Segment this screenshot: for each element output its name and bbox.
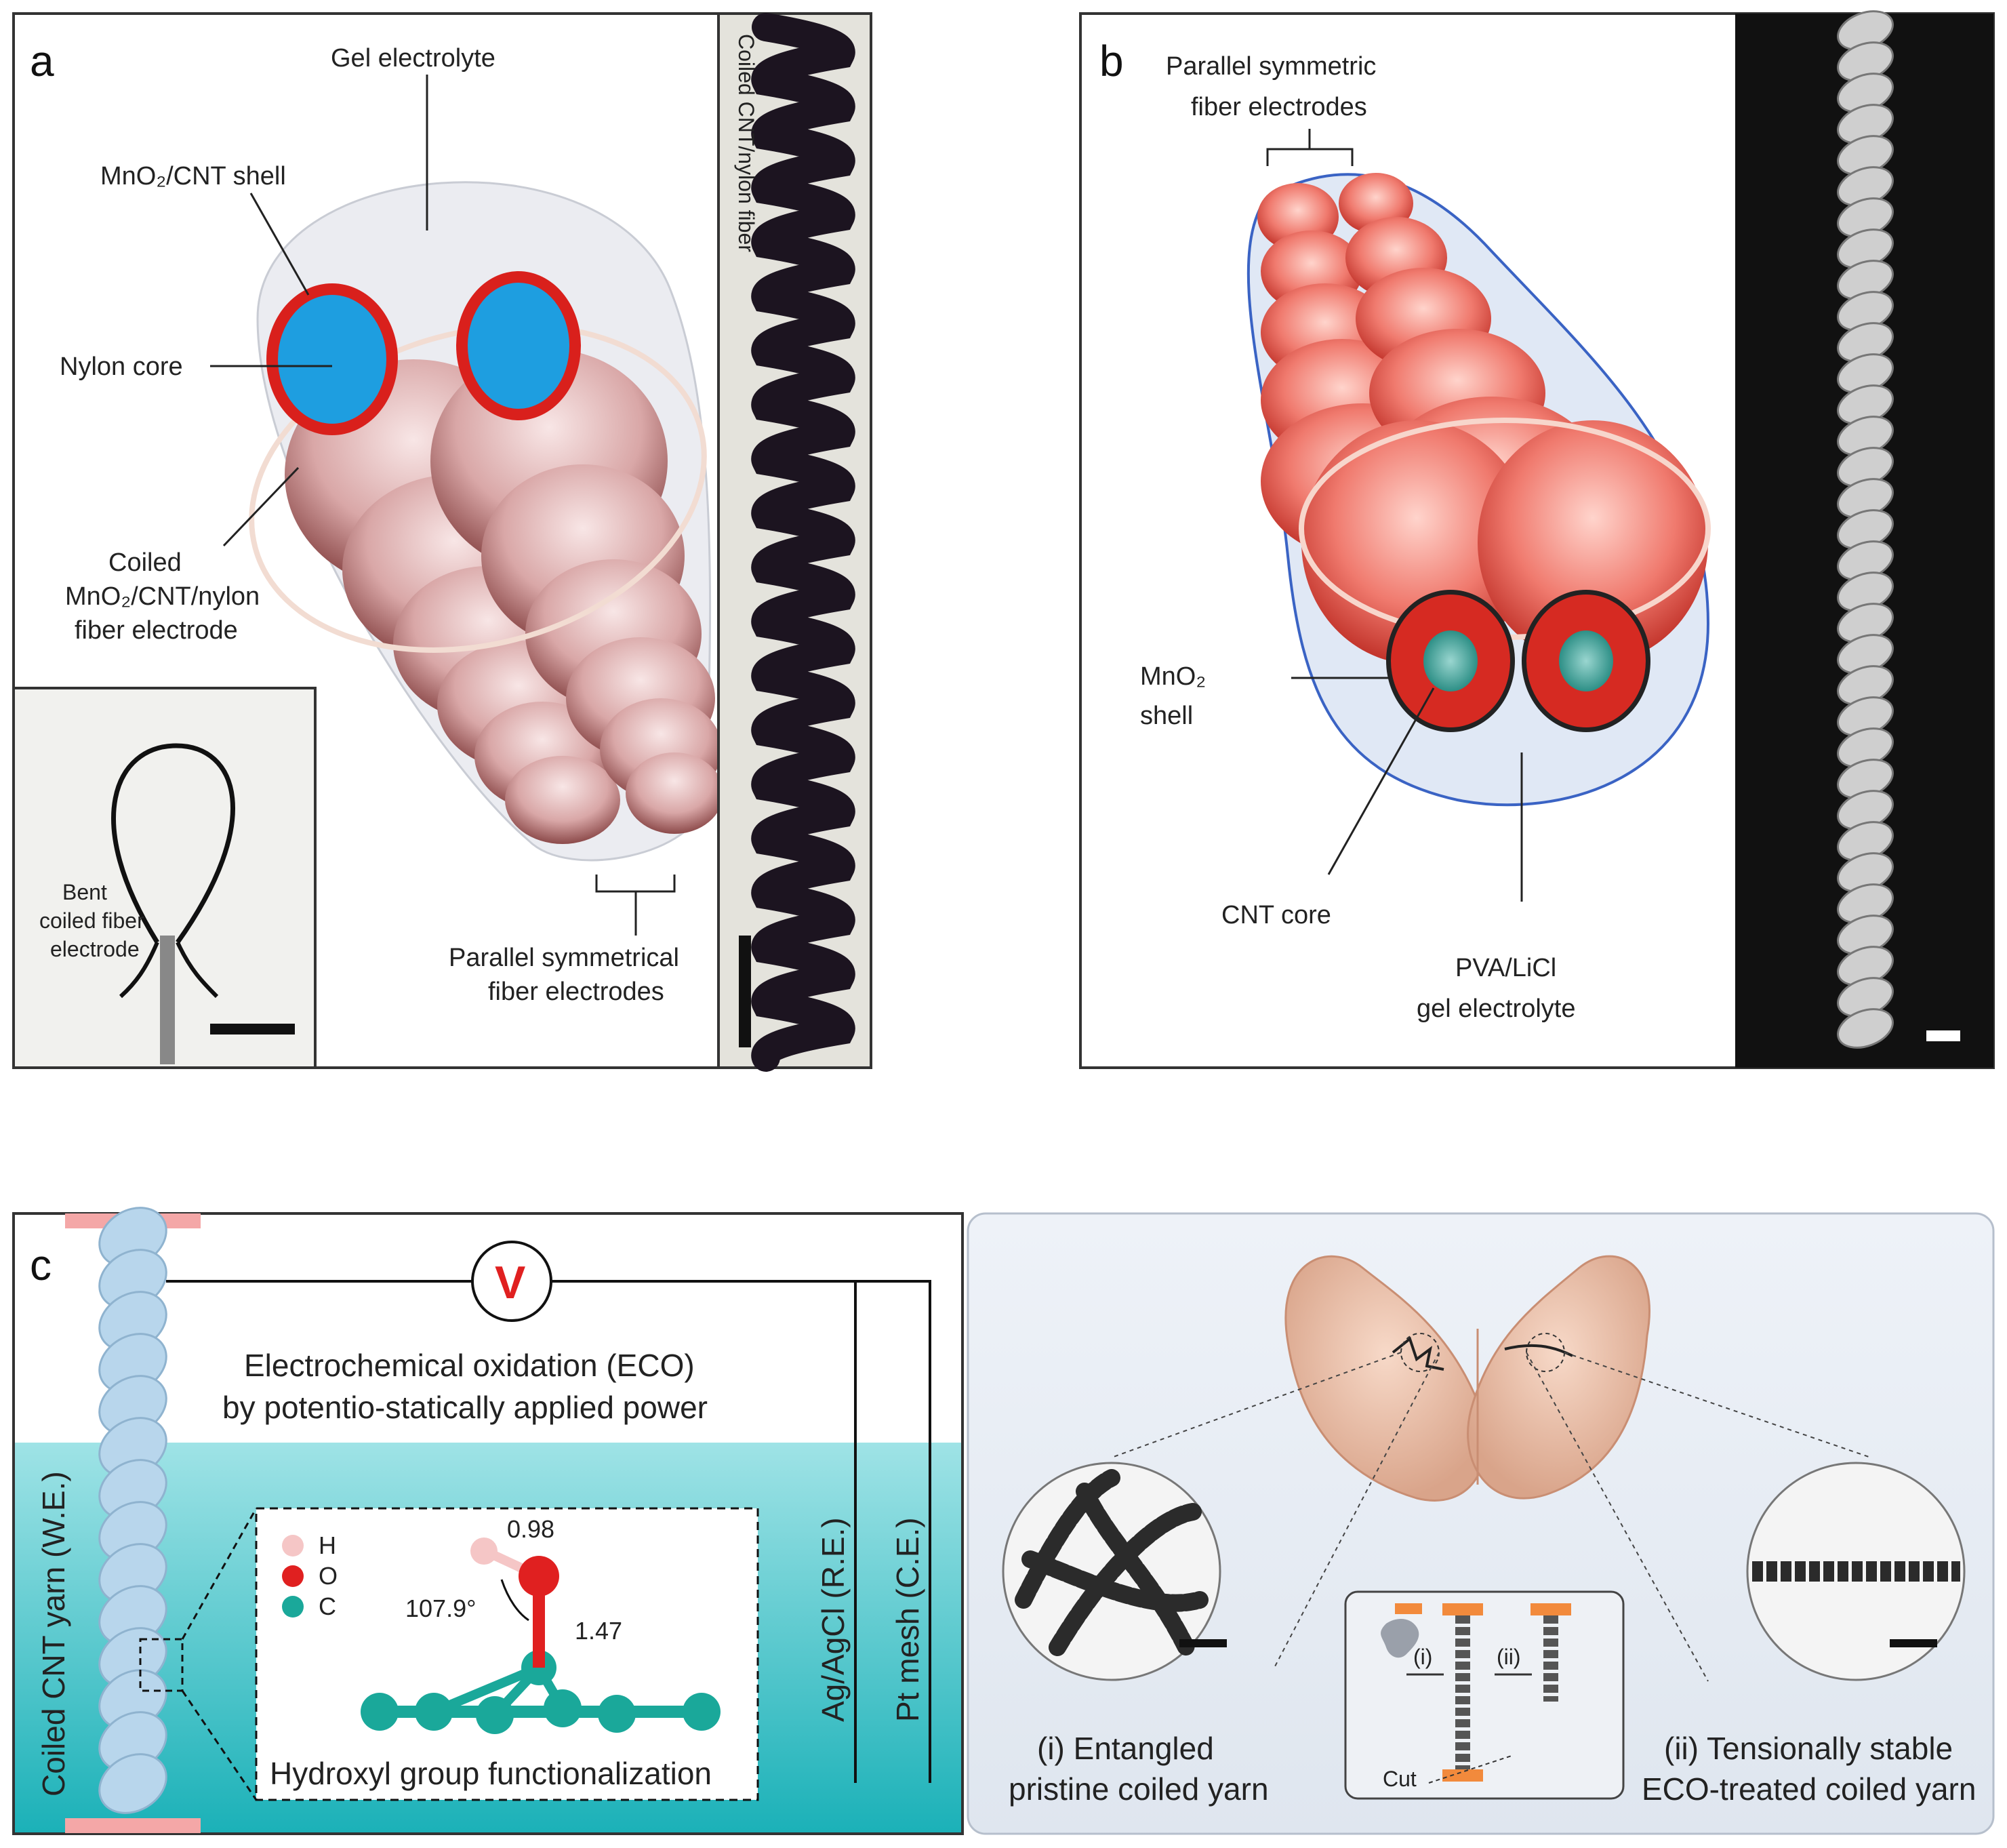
we-label: Coiled CNT yarn (W.E.) bbox=[36, 1471, 71, 1796]
caption-right-line2: ECO-treated coiled yarn bbox=[1642, 1771, 1976, 1807]
coiled-fiber-photo-coil bbox=[751, 13, 855, 1072]
caption-left-line1: (i) Entangled bbox=[1037, 1731, 1214, 1766]
panel-a: a bbox=[12, 12, 872, 1072]
legend-c-dot bbox=[282, 1596, 304, 1618]
eco-line1: Electrochemical oxidation (ECO) bbox=[244, 1348, 695, 1383]
voltmeter bbox=[471, 1241, 552, 1322]
label-gel-electrolyte: Gel electrolyte bbox=[331, 44, 495, 73]
legend-c: C bbox=[319, 1592, 336, 1620]
magnified-entangled-yarn bbox=[1002, 1462, 1227, 1681]
hydrogen-atom bbox=[470, 1538, 498, 1565]
left-scale-bar bbox=[1179, 1639, 1227, 1647]
label-parallel-symmetric-line2: fiber electrodes bbox=[1191, 93, 1367, 121]
label-coiled-line2: MnO₂/CNT/nylon bbox=[65, 582, 260, 611]
coiled-fiber-photo: Coiled CNT/nylon fiber bbox=[717, 12, 872, 1072]
panel-a-leaders bbox=[210, 75, 676, 936]
tweezer bbox=[160, 936, 175, 1064]
panel-b-leaders bbox=[1266, 129, 1523, 902]
label-coiled-line3: fiber electrode bbox=[75, 616, 238, 645]
inset-label-i: (i) bbox=[1413, 1645, 1432, 1669]
inset-label-cut: Cut bbox=[1383, 1767, 1417, 1791]
panel-b-letter: b bbox=[1099, 37, 1124, 85]
label-pva-line1: PVA/LiCl bbox=[1455, 954, 1556, 982]
caption-right-line1: (ii) Tensionally stable bbox=[1664, 1731, 1953, 1766]
yarn-coil-turn bbox=[98, 1753, 167, 1814]
bond-oh-length: 0.98 bbox=[507, 1515, 554, 1543]
inset-label-line2: coiled fiber bbox=[39, 908, 144, 933]
cross-section-b-left bbox=[1386, 590, 1515, 732]
panel-c: c V Electrochemical oxidation (ECO) by p… bbox=[12, 1207, 964, 1835]
label-parallel-line2: fiber electrodes bbox=[488, 978, 664, 1006]
photo-scale-bar bbox=[739, 936, 751, 1047]
sem-image-strip bbox=[1735, 10, 1993, 1068]
label-mno2-shell-line1: MnO₂ bbox=[1140, 662, 1206, 691]
coiled-cnt-yarn bbox=[98, 1207, 167, 1814]
legend-o-dot bbox=[282, 1565, 304, 1587]
label-parallel-symmetric-line1: Parallel symmetric bbox=[1166, 52, 1376, 81]
photo-label: Coiled CNT/nylon fiber bbox=[734, 34, 758, 252]
bond-angle-arc bbox=[500, 1579, 529, 1622]
electrode-cross-section-right bbox=[456, 271, 581, 420]
sem-coil-turn bbox=[1837, 1008, 1894, 1049]
molecule-caption: Hydroxyl group functionalization bbox=[270, 1756, 712, 1791]
yarn-clamp-bottom bbox=[65, 1818, 201, 1833]
cross-section-b-right bbox=[1522, 590, 1650, 732]
molecule-inset: H O C 0.98 1 bbox=[255, 1507, 759, 1801]
yarn-zoom-region bbox=[139, 1638, 184, 1692]
label-pva-line2: gel electrolyte bbox=[1417, 995, 1575, 1023]
panel-a-letter: a bbox=[30, 37, 54, 85]
label-mno2-cnt-shell: MnO₂/CNT shell bbox=[100, 162, 286, 190]
re-label: Ag/AgCl (R.E.) bbox=[815, 1517, 851, 1722]
inset-label-line1: Bent bbox=[62, 880, 107, 904]
label-cnt-core: CNT core bbox=[1221, 901, 1331, 929]
voltmeter-symbol: V bbox=[495, 1257, 525, 1308]
coiled-fiber-right bbox=[430, 349, 723, 834]
panel-b: b bbox=[1079, 10, 1995, 1069]
eco-line2: by potentio-statically applied power bbox=[222, 1390, 708, 1425]
carbon-framework bbox=[361, 1650, 721, 1734]
cutting-inset: (i) (ii) Cut bbox=[1344, 1590, 1625, 1800]
cupped-hands bbox=[1284, 1255, 1650, 1502]
ce-label: Pt mesh (C.E.) bbox=[890, 1517, 925, 1722]
panel-c-letter: c bbox=[30, 1241, 52, 1289]
caption-left-line2: pristine coiled yarn bbox=[1009, 1771, 1269, 1807]
panel-d: (i) (ii) Cut (i) Entangled pristine coil… bbox=[967, 1212, 1995, 1835]
bond-co-length: 1.47 bbox=[575, 1617, 622, 1645]
label-parallel-line1: Parallel symmetrical bbox=[449, 944, 679, 972]
legend-o: O bbox=[319, 1562, 338, 1590]
label-mno2-shell-line2: shell bbox=[1140, 702, 1193, 730]
inset-label-ii: (ii) bbox=[1497, 1645, 1521, 1669]
tangled-yarn-mini bbox=[1392, 1336, 1444, 1371]
right-scale-bar bbox=[1890, 1639, 1937, 1647]
panel-d-frame bbox=[967, 1212, 1995, 1835]
inset-label-line3: electrode bbox=[50, 937, 140, 961]
oxygen-atom bbox=[519, 1556, 559, 1596]
electrode-cross-section-left bbox=[266, 283, 398, 435]
sem-scale-bar bbox=[1926, 1030, 1960, 1041]
legend-h: H bbox=[319, 1531, 336, 1559]
magnified-stable-yarn bbox=[1746, 1462, 1966, 1681]
legend-h-dot bbox=[282, 1535, 304, 1556]
gel-ring bbox=[249, 323, 707, 653]
bond-angle: 107.9° bbox=[405, 1594, 476, 1622]
label-nylon-core: Nylon core bbox=[60, 353, 183, 381]
circuit-wires bbox=[166, 1280, 931, 1783]
label-coiled-line1: Coiled bbox=[108, 548, 182, 577]
sem-coiled-yarn bbox=[1837, 10, 1894, 1049]
inset-scale-bar bbox=[210, 1024, 295, 1035]
bent-fiber-loop bbox=[111, 743, 235, 944]
inset-bent-fiber: Bent coiled fiber electrode bbox=[12, 687, 317, 1069]
